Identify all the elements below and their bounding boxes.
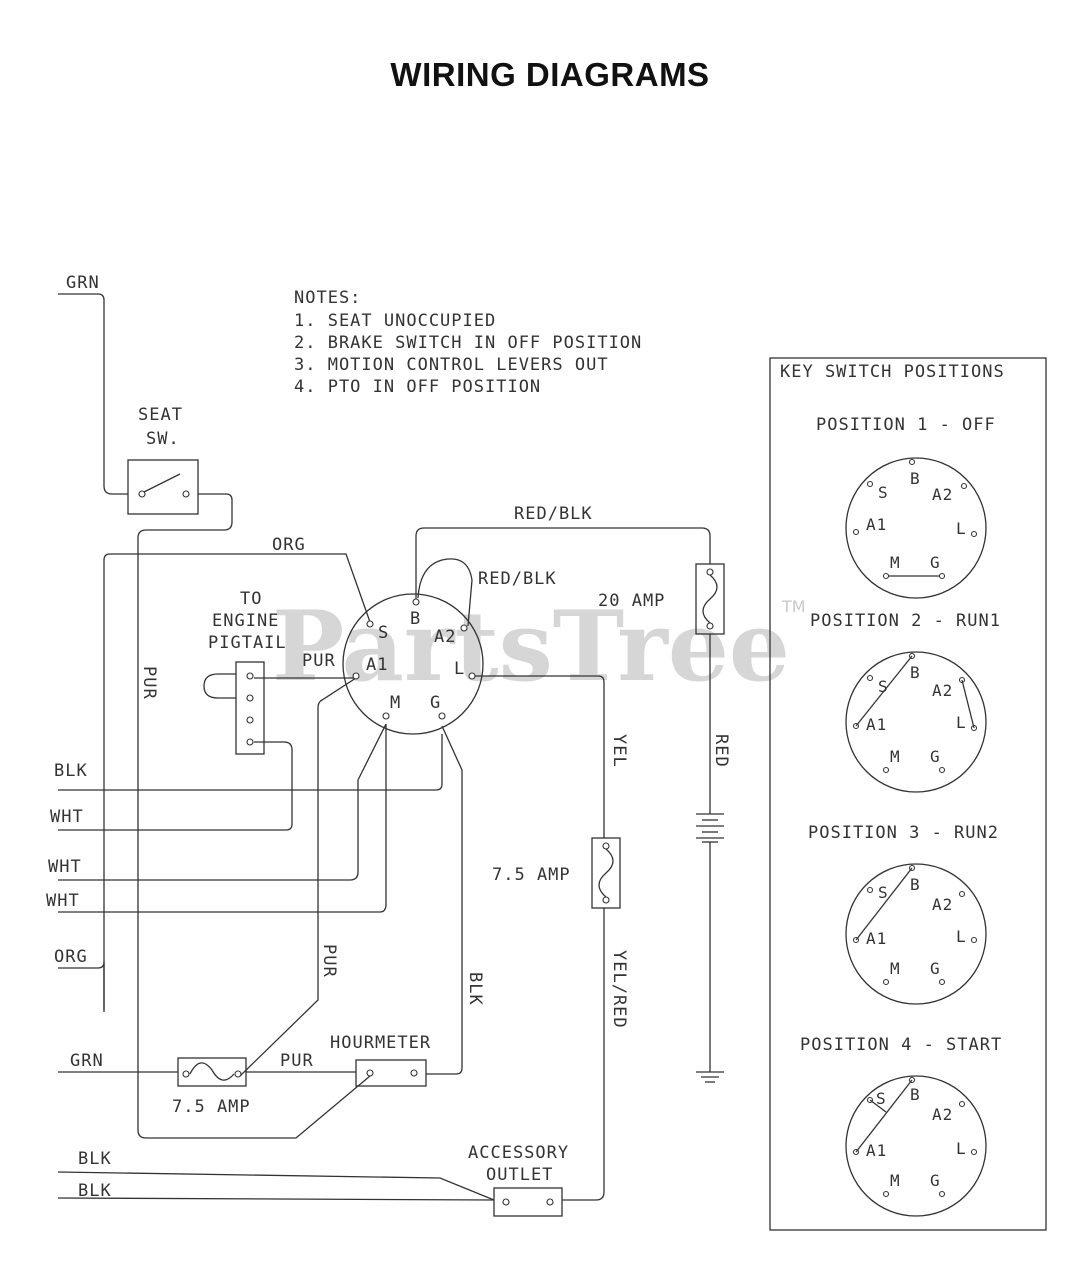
svg-text:A1: A1 — [866, 1141, 887, 1160]
fuse-7-5-mid-label: 7.5 AMP — [492, 865, 571, 885]
svg-text:B: B — [910, 663, 921, 682]
page-title: WIRING DIAGRAMS — [390, 56, 710, 93]
notes-heading: NOTES: — [294, 288, 361, 308]
svg-text:S: S — [878, 677, 889, 696]
wire-label-wht-2: WHT — [48, 857, 82, 877]
fuse-7-5-amp-bottom: 7.5 AMP — [172, 1057, 251, 1117]
wire-label-yel-red: YEL/RED — [609, 950, 629, 1029]
svg-text:G: G — [930, 553, 941, 572]
svg-text:B: B — [910, 469, 921, 488]
engine-pigtail: TO ENGINE PIGTAIL — [208, 589, 287, 755]
key-switch: B S A2 A1 L M G — [342, 593, 484, 735]
svg-text:L: L — [956, 713, 967, 732]
pigtail-label-2: ENGINE — [212, 611, 279, 631]
wires — [57, 293, 711, 1201]
note-3: 3. MOTION CONTROL LEVERS OUT — [294, 355, 609, 375]
svg-text:M: M — [890, 747, 901, 766]
wire-label-pur-mid: PUR — [319, 944, 339, 978]
fuse-20-amp: 20 AMP — [598, 563, 725, 635]
position-2-dial: B S A2 A1 L M G — [845, 651, 987, 793]
wire-label-pur-a1: PUR — [302, 651, 336, 671]
wire-label-pur-left: PUR — [139, 666, 159, 700]
svg-text:G: G — [930, 1171, 941, 1190]
svg-text:M: M — [890, 553, 901, 572]
position-4-label: POSITION 4 - START — [800, 1035, 1002, 1055]
key-terminal-l: L — [454, 659, 465, 679]
wire-label-org-bottom: ORG — [54, 947, 88, 967]
wire-label-blk: BLK — [54, 761, 88, 781]
seat-switch-label-1: SEAT — [138, 405, 183, 425]
wire-label-wht-3: WHT — [46, 891, 80, 911]
key-terminal-a1: A1 — [366, 655, 388, 675]
svg-text:G: G — [930, 747, 941, 766]
seat-switch-label-2: SW. — [146, 429, 180, 449]
note-2: 2. BRAKE SWITCH IN OFF POSITION — [294, 333, 642, 353]
svg-text:A1: A1 — [866, 929, 887, 948]
panel-heading: KEY SWITCH POSITIONS — [780, 362, 1005, 382]
hourmeter: HOURMETER — [330, 1033, 431, 1087]
svg-text:L: L — [956, 519, 967, 538]
svg-text:A2: A2 — [932, 895, 953, 914]
accessory-outlet-label-1: ACCESSORY — [468, 1143, 569, 1163]
wire-labels: GRN ORG RED/BLK RED/BLK PUR BLK WHT WHT … — [46, 273, 731, 1201]
svg-text:B: B — [910, 875, 921, 894]
wire-label-blk-bottom-2: BLK — [78, 1181, 112, 1201]
svg-text:L: L — [956, 1139, 967, 1158]
svg-text:A1: A1 — [866, 715, 887, 734]
wire-label-red-blk-top: RED/BLK — [514, 504, 593, 524]
notes-block: NOTES: 1. SEAT UNOCCUPIED 2. BRAKE SWITC… — [294, 288, 642, 397]
position-3-dial: B S A2 A1 L M G — [845, 863, 987, 1005]
battery-icon — [696, 813, 724, 843]
wire-label-red: RED — [711, 734, 731, 768]
note-1: 1. SEAT UNOCCUPIED — [294, 311, 496, 331]
svg-text:A2: A2 — [932, 1105, 953, 1124]
position-1-label: POSITION 1 - OFF — [816, 415, 996, 435]
seat-switch: SEAT SW. — [127, 405, 199, 515]
wire-label-red-blk-loop: RED/BLK — [478, 569, 557, 589]
accessory-outlet-label-2: OUTLET — [486, 1165, 553, 1185]
position-2-label: POSITION 2 - RUN1 — [810, 611, 1001, 631]
svg-text:M: M — [890, 959, 901, 978]
key-switch-positions-panel: KEY SWITCH POSITIONS POSITION 1 - OFF B … — [769, 357, 1047, 1231]
svg-text:M: M — [890, 1171, 901, 1190]
key-terminal-s: S — [378, 623, 389, 643]
pigtail-label-1: TO — [240, 589, 262, 609]
wire-label-grn-bottom: GRN — [70, 1051, 104, 1071]
position-1-dial: B S A2 A1 L M G — [845, 457, 987, 599]
svg-text:S: S — [878, 883, 889, 902]
position-4-dial: B S A2 A1 L M G — [845, 1075, 987, 1217]
svg-text:A2: A2 — [932, 681, 953, 700]
note-4: 4. PTO IN OFF POSITION — [294, 377, 541, 397]
wire-label-blk-bottom-1: BLK — [78, 1149, 112, 1169]
watermark-tm: TM — [781, 597, 806, 616]
key-terminal-m: M — [390, 693, 401, 713]
key-terminal-b: B — [410, 609, 421, 629]
svg-text:B: B — [910, 1085, 921, 1104]
ground-icon — [696, 1071, 724, 1083]
wire-label-yel: YEL — [609, 734, 629, 768]
svg-text:G: G — [930, 959, 941, 978]
wire-label-org-top: ORG — [272, 535, 306, 555]
fuse-7-5-bottom-label: 7.5 AMP — [172, 1097, 251, 1117]
key-terminal-a2: A2 — [434, 627, 456, 647]
key-terminal-g: G — [430, 693, 441, 713]
svg-text:S: S — [876, 1089, 887, 1108]
fuse-20-label: 20 AMP — [598, 591, 665, 611]
wire-label-pur-bottom: PUR — [280, 1051, 314, 1071]
wire-label-wht-1: WHT — [50, 807, 84, 827]
svg-text:A1: A1 — [866, 515, 887, 534]
svg-text:A2: A2 — [932, 485, 953, 504]
svg-text:L: L — [956, 927, 967, 946]
watermark-text: PartsTree — [272, 590, 790, 703]
svg-text:S: S — [878, 483, 889, 502]
wire-label-grn-top: GRN — [66, 273, 100, 293]
pigtail-label-3: PIGTAIL — [208, 633, 287, 653]
fuse-7-5-amp-mid: 7.5 AMP — [492, 837, 621, 909]
hourmeter-label: HOURMETER — [330, 1033, 431, 1053]
position-3-label: POSITION 3 - RUN2 — [808, 823, 999, 843]
wire-label-blk-mid: BLK — [465, 972, 485, 1006]
accessory-outlet: ACCESSORY OUTLET — [468, 1143, 569, 1217]
